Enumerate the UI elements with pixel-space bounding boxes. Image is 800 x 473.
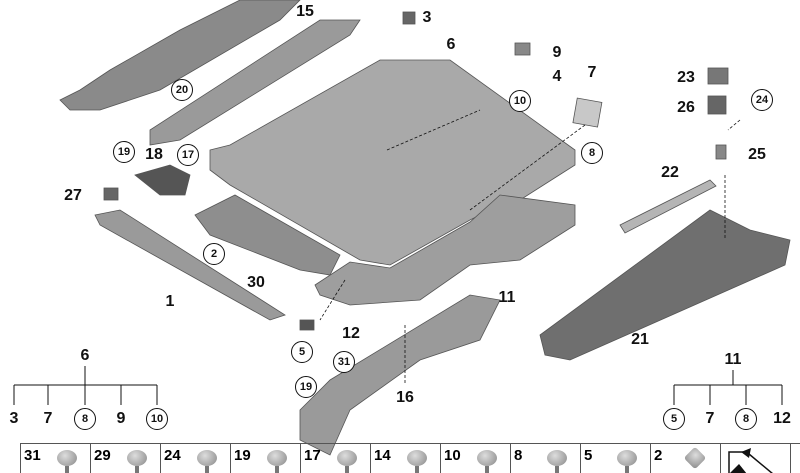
- tree-right-child: 5: [663, 408, 685, 430]
- label-1: 1: [165, 293, 175, 310]
- label-4: 4: [552, 68, 562, 85]
- part-21-trim: [539, 209, 791, 361]
- circled-label-2: 2: [203, 243, 225, 265]
- fastener-cell: 19: [231, 444, 301, 473]
- arrow-symbol-icon: [728, 448, 773, 473]
- label-12: 12: [342, 325, 360, 342]
- tree-left-child: 9: [116, 410, 126, 427]
- label-23: 23: [677, 69, 695, 86]
- label-18: 18: [145, 146, 163, 163]
- part-22-strip: [619, 179, 717, 234]
- label-25: 25: [748, 146, 766, 163]
- label-3: 3: [422, 9, 432, 26]
- part-top-left-trim: [59, 0, 301, 111]
- tree-right-child: 8: [735, 408, 757, 430]
- circled-label-19: 19: [113, 141, 135, 163]
- screw-icon: [267, 450, 287, 466]
- fastener-cell: 24: [161, 444, 231, 473]
- screw-icon: [197, 450, 217, 466]
- part-7-cover: [572, 97, 603, 128]
- tree-left-child: 8: [74, 408, 96, 430]
- nut-icon: [683, 446, 707, 470]
- circled-label-8: 8: [581, 142, 603, 164]
- tree-right-child: 12: [773, 410, 791, 427]
- screw-icon: [617, 450, 637, 466]
- tree-left-child: 7: [43, 410, 53, 427]
- label-21: 21: [631, 331, 649, 348]
- circled-label-24: 24: [751, 89, 773, 111]
- label-6: 6: [446, 36, 456, 53]
- part-16-bracket: [299, 294, 501, 456]
- fastener-cell: 14: [371, 444, 441, 473]
- fastener-table: 31 29 24 19 17 14 10 8 5 2: [20, 443, 800, 473]
- fastener-cell: 2: [651, 444, 721, 473]
- screw-icon: [57, 450, 77, 466]
- label-11: 11: [498, 289, 516, 306]
- label-16: 16: [396, 389, 414, 406]
- label-26: 26: [677, 99, 695, 116]
- part-23-cap: [707, 67, 729, 85]
- screw-icon: [127, 450, 147, 466]
- hex-bolt-icon: [337, 450, 357, 466]
- label-30: 30: [247, 274, 265, 291]
- part-12-clip: [299, 319, 315, 331]
- label-7: 7: [587, 64, 597, 81]
- label-9: 9: [552, 44, 562, 61]
- circled-label-5: 5: [291, 341, 313, 363]
- tree-left-child: 3: [9, 410, 19, 427]
- circled-label-31: 31: [333, 351, 355, 373]
- part-27-clip: [103, 187, 119, 201]
- part-1-rail: [94, 209, 286, 321]
- fastener-cell: 17: [301, 444, 371, 473]
- fastener-cell: 10: [441, 444, 511, 473]
- part-9-knob: [514, 42, 531, 56]
- label-27: 27: [64, 187, 82, 204]
- fastener-cell-symbol: [721, 444, 791, 473]
- tree-left-child: 10: [146, 408, 168, 430]
- circled-label-10: 10: [509, 90, 531, 112]
- part-11-panel: [314, 194, 576, 306]
- part-25-clip: [715, 144, 727, 160]
- part-26-holder: [707, 95, 727, 115]
- screw-icon: [547, 450, 567, 466]
- part-15-rail: [149, 19, 361, 146]
- label-22: 22: [661, 164, 679, 181]
- circled-label-17: 17: [177, 144, 199, 166]
- tree-right-child: 7: [705, 410, 715, 427]
- fastener-cell: 8: [511, 444, 581, 473]
- fastener-cell: 31: [21, 444, 91, 473]
- circled-label-20: 20: [171, 79, 193, 101]
- circled-label-19b: 19: [295, 376, 317, 398]
- part-18-hinge: [134, 164, 191, 196]
- part-3-clip: [402, 11, 416, 25]
- fastener-cell: 29: [91, 444, 161, 473]
- fastener-cell: 5: [581, 444, 651, 473]
- label-15: 15: [296, 3, 314, 20]
- tree-right-parent: 11: [724, 351, 742, 368]
- screw-icon: [477, 450, 497, 466]
- tree-left-parent: 6: [80, 347, 90, 364]
- clip-icon: [407, 450, 427, 466]
